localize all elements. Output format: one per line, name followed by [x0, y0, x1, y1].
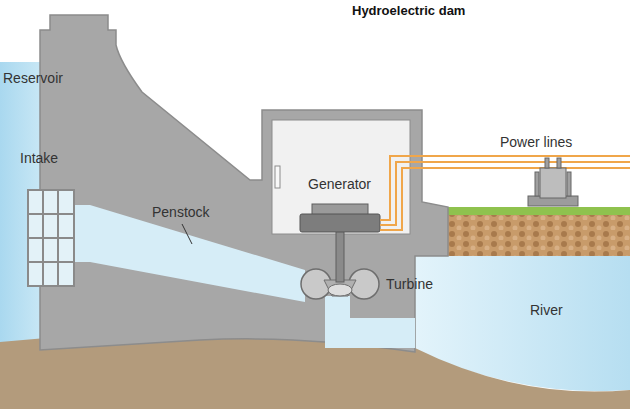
wall-slit — [275, 166, 280, 188]
soil-layer — [448, 214, 630, 256]
dam-body — [40, 15, 448, 352]
outflow-channel — [325, 296, 415, 348]
part-label: Penstock — [152, 204, 210, 221]
grass — [448, 207, 630, 215]
intake-screen — [28, 190, 74, 286]
part-label: Turbine — [386, 276, 433, 293]
part-label: Reservoir — [3, 70, 63, 87]
power-lines — [380, 156, 630, 230]
part-label: Generator — [308, 176, 371, 193]
leader-line — [182, 224, 192, 244]
transformer — [528, 158, 578, 206]
part-label: Intake — [20, 150, 58, 167]
part-label: River — [530, 302, 563, 319]
part-label: Power lines — [500, 134, 572, 151]
generator-rotor — [300, 214, 380, 232]
penstock-channel — [40, 205, 305, 302]
diagram-title: Hydroelectric dam — [352, 3, 465, 19]
